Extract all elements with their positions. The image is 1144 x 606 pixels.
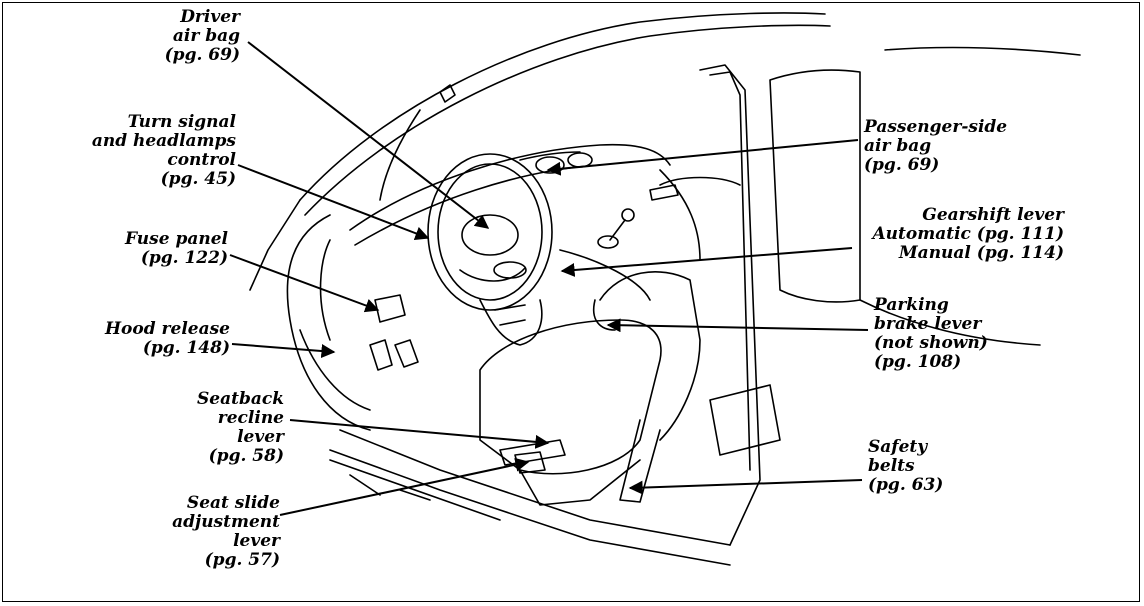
leader-hood-release: [232, 344, 334, 352]
label-line: Parking: [874, 296, 988, 315]
label-line: (pg. 69): [864, 156, 1007, 175]
label-parking-brake: Parking brake lever (not shown) (pg. 108…: [874, 296, 988, 372]
leader-safety-belts: [630, 480, 862, 488]
leader-driver-air-bag: [248, 42, 488, 228]
label-line: Passenger-side: [864, 118, 1007, 137]
leader-fuse-panel: [230, 255, 378, 310]
label-line: Manual (pg. 114): [858, 244, 1064, 263]
label-line: (pg. 69): [80, 46, 240, 65]
label-turn-signal: Turn signal and headlamps control (pg. 4…: [60, 113, 236, 189]
label-line: belts: [868, 457, 943, 476]
label-driver-air-bag: Driver air bag (pg. 69): [80, 8, 240, 65]
label-line: and headlamps: [60, 132, 236, 151]
label-line: (pg. 63): [868, 476, 943, 495]
leader-seat-slide: [280, 462, 528, 515]
label-seatback-recline: Seatback recline lever (pg. 58): [120, 390, 284, 466]
label-line: Gearshift lever: [858, 206, 1064, 225]
label-line: (pg. 58): [120, 447, 284, 466]
label-line: Driver: [80, 8, 240, 27]
leader-seatback-recline: [290, 420, 548, 443]
label-line: Hood release: [60, 320, 230, 339]
label-line: air bag: [864, 137, 1007, 156]
leader-gearshift: [562, 248, 852, 271]
leader-passenger-air-bag: [548, 140, 858, 170]
leader-parking-brake: [608, 325, 868, 330]
label-line: (pg. 57): [120, 551, 280, 570]
label-line: recline: [120, 409, 284, 428]
label-line: (pg. 45): [60, 170, 236, 189]
label-fuse-panel: Fuse panel (pg. 122): [60, 230, 228, 268]
label-line: Fuse panel: [60, 230, 228, 249]
label-line: (pg. 122): [60, 249, 228, 268]
label-hood-release: Hood release (pg. 148): [60, 320, 230, 358]
label-line: (pg. 108): [874, 353, 988, 372]
label-line: adjustment: [120, 513, 280, 532]
label-safety-belts: Safety belts (pg. 63): [868, 438, 943, 495]
label-passenger-air-bag: Passenger-side air bag (pg. 69): [864, 118, 1007, 175]
label-line: Automatic (pg. 111): [858, 225, 1064, 244]
label-seat-slide: Seat slide adjustment lever (pg. 57): [120, 494, 280, 570]
label-gearshift: Gearshift lever Automatic (pg. 111) Manu…: [858, 206, 1064, 263]
label-line: Safety: [868, 438, 943, 457]
label-line: Turn signal: [60, 113, 236, 132]
label-line: air bag: [80, 27, 240, 46]
label-line: Seat slide: [120, 494, 280, 513]
label-line: lever: [120, 428, 284, 447]
label-line: lever: [120, 532, 280, 551]
label-line: control: [60, 151, 236, 170]
label-line: (pg. 148): [60, 339, 230, 358]
label-line: (not shown): [874, 334, 988, 353]
label-line: brake lever: [874, 315, 988, 334]
leader-turn-signal: [238, 165, 428, 238]
label-line: Seatback: [120, 390, 284, 409]
